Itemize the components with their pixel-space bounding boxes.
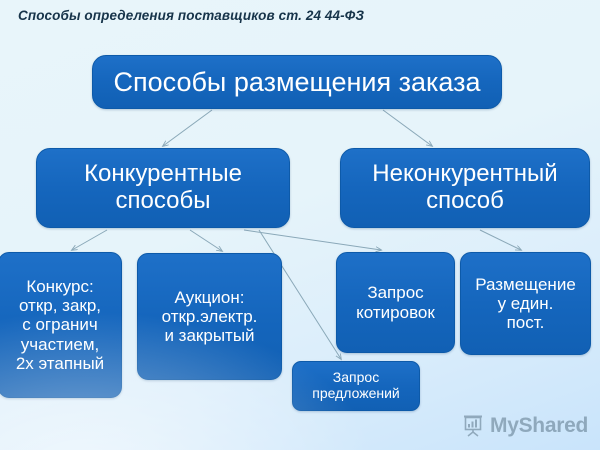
connector-root-to-competitive [163,109,213,146]
myshared-label: MyShared [490,414,588,437]
myshared-watermark: MyShared [461,414,588,438]
node-root[interactable]: Способы размещения заказа [92,55,502,109]
node-aukcion[interactable]: Аукцион: откр.электр. и закрытый [137,253,282,380]
presentation-chart-icon [461,414,485,438]
node-competitive-methods[interactable]: Конкурентные способы [36,148,290,228]
connector-root-to-noncompetitive [382,109,432,146]
node-konkurs[interactable]: Конкурс: откр, закр, с огранич участием,… [0,252,122,398]
node-razmeshchenie-u-edin-post[interactable]: Размещение у един. пост. [460,252,591,355]
connector-noncompetitive-to-edinpost [479,229,521,250]
node-zapros-predlozhenii[interactable]: Запрос предложений [292,361,420,411]
node-zapros-kotirovok[interactable]: Запрос котировок [336,252,455,353]
connector-competitive-to-aukcion [189,229,222,251]
connector-competitive-to-konkurs [72,229,108,250]
connector-competitive-to-kotirovok [243,229,381,250]
node-noncompetitive-method[interactable]: Неконкурентный способ [340,148,590,228]
page-title: Способы определения поставщиков ст. 24 4… [18,8,365,23]
